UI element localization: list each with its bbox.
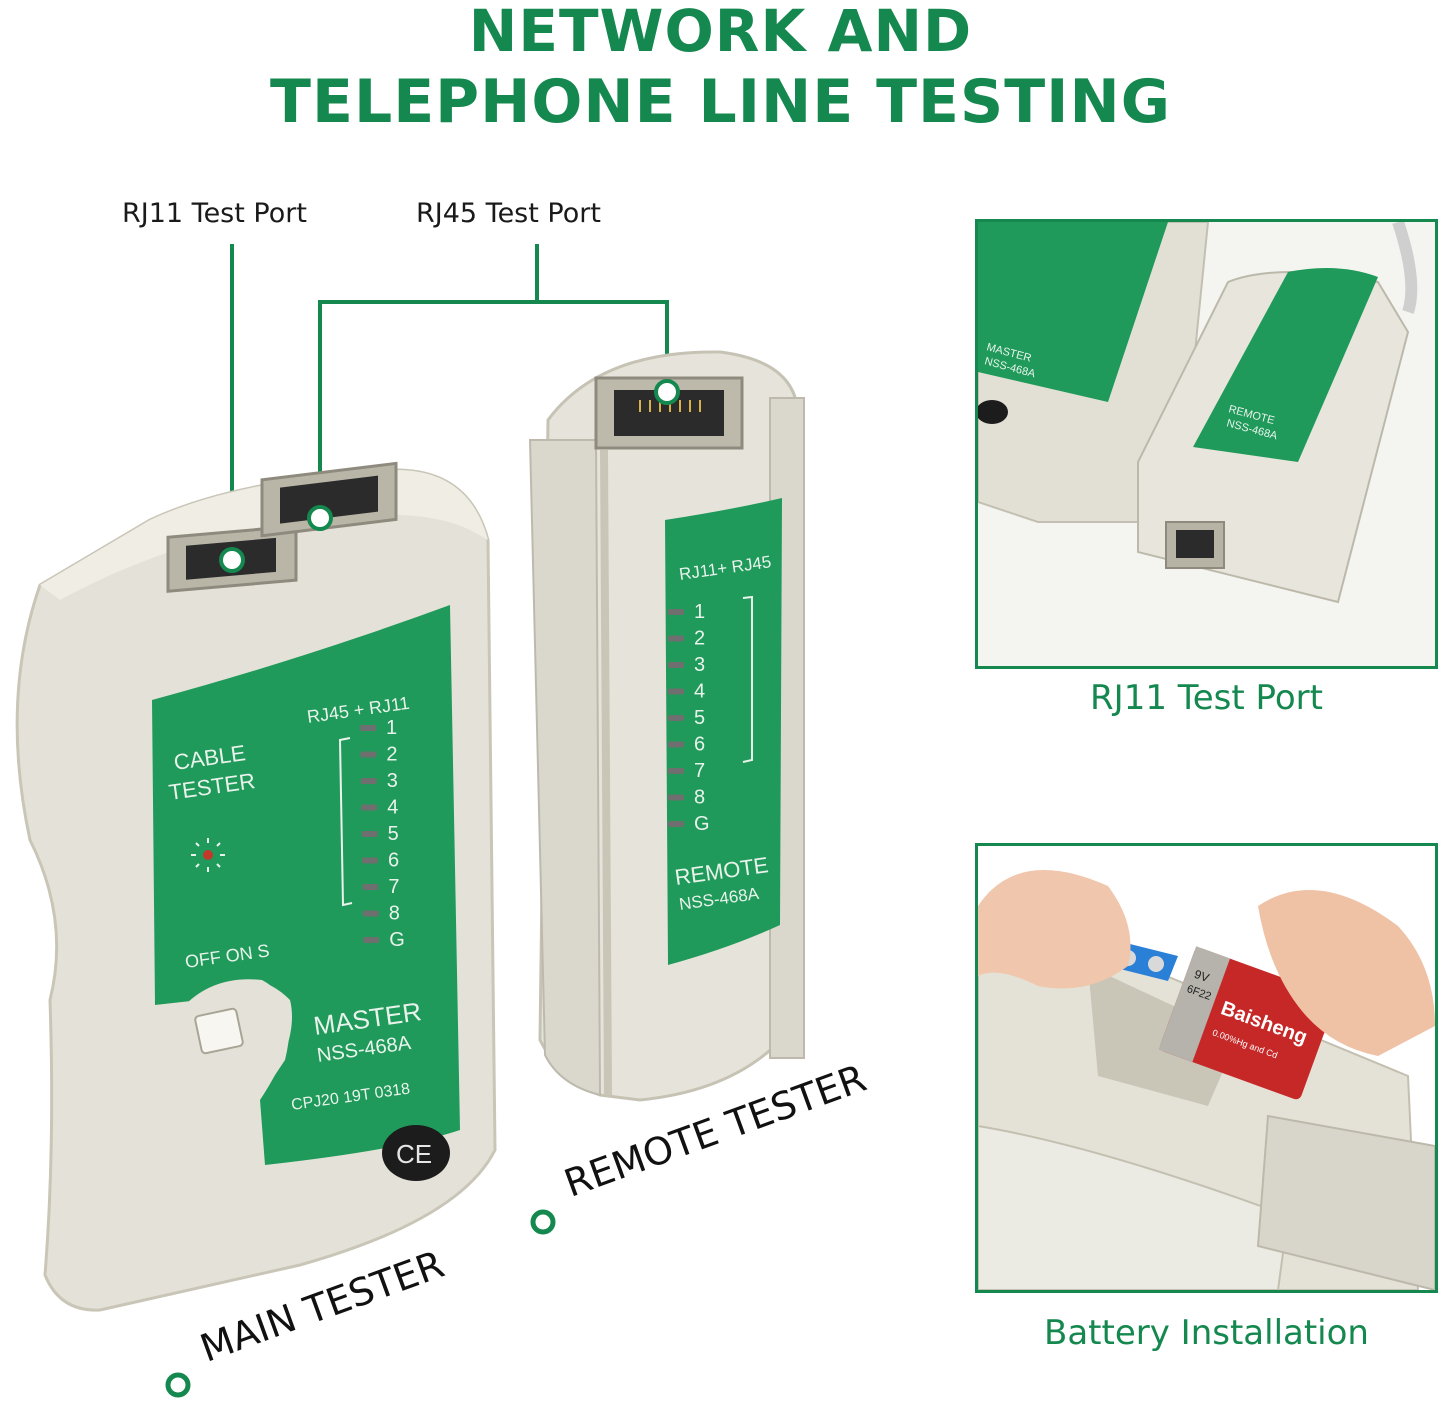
- remote-led-label-8: 8: [694, 787, 705, 809]
- remote-led-G: [668, 821, 684, 827]
- remote-led-8: [668, 794, 684, 801]
- remote-led-6: [668, 741, 684, 748]
- main-led-label-3: 3: [387, 770, 398, 792]
- main-led-7: [362, 884, 379, 890]
- remote-led-column: 1 2 3 4 5 6 7 8G: [668, 601, 710, 835]
- rj11-port-photo: MASTER NSS-468A REMOTE NSS-468A: [975, 219, 1438, 669]
- battery-installation-caption: Battery Installation: [1044, 1313, 1369, 1353]
- remote-led-label-5: 5: [694, 707, 705, 729]
- battery-volts: 9V: [1192, 967, 1211, 985]
- remote-led-4: [668, 688, 684, 695]
- main-led-label-2: 2: [386, 744, 397, 766]
- main-led-label-8: 8: [389, 903, 400, 925]
- heading-line-1: NETWORK AND: [468, 0, 973, 65]
- remote-led-label-1: 1: [694, 601, 705, 623]
- remote-tester-bullet: [530, 1209, 556, 1235]
- main-led-5: [361, 831, 378, 837]
- remote-led-label-2: 2: [694, 628, 705, 650]
- heading-line-2: TELEPHONE LINE TESTING: [270, 67, 1171, 137]
- rj11-callout: RJ11 Test Port: [122, 198, 307, 229]
- remote-rj45-port: [594, 376, 744, 450]
- remote-led-label-3: 3: [694, 654, 705, 676]
- remote-led-2: [668, 635, 684, 642]
- rj11-port-drawing: MASTER NSS-468A REMOTE NSS-468A: [978, 222, 1435, 666]
- main-led-G: [363, 937, 380, 943]
- remote-led-label-G: G: [694, 813, 710, 835]
- rj45-port: [260, 461, 398, 538]
- power-led-icon: [191, 838, 225, 872]
- remote-led-3: [668, 662, 684, 668]
- remote-led-label-4: 4: [694, 681, 705, 703]
- rj11-port-caption: RJ11 Test Port: [1090, 678, 1323, 718]
- tester-illustration: CABLE TESTER RJ45 + RJ11 OFF ON S MASTER…: [15, 244, 805, 1398]
- remote-led-label-6: 6: [694, 734, 705, 756]
- main-led-column: 1 2 3 4 5 6 7 8G: [360, 717, 405, 951]
- main-tester-bullet: [165, 1372, 191, 1398]
- battery-installation-photo: Baisheng 0.00%Hg and Cd 9V 6F22: [975, 843, 1438, 1293]
- main-tester: CABLE TESTER RJ45 + RJ11 OFF ON S MASTER…: [15, 461, 497, 1312]
- battery-installation-drawing: Baisheng 0.00%Hg and Cd 9V 6F22: [978, 846, 1435, 1290]
- remote-led-1: [668, 609, 684, 615]
- remote-led-5: [668, 715, 684, 721]
- main-led-label-1: 1: [386, 717, 397, 739]
- main-led-1: [360, 725, 376, 731]
- main-led-label-7: 7: [388, 876, 399, 898]
- remote-led-7: [668, 768, 684, 774]
- main-led-label-5: 5: [388, 823, 399, 845]
- main-led-label-6: 6: [388, 850, 399, 872]
- main-led-label-4: 4: [387, 797, 398, 819]
- main-led-4: [361, 804, 378, 811]
- ce-mark: CE: [396, 1139, 432, 1169]
- main-led-3: [360, 778, 377, 784]
- remote-led-label-7: 7: [694, 760, 705, 782]
- rj45-callout: RJ45 Test Port: [416, 198, 601, 229]
- main-led-6: [362, 857, 378, 864]
- main-led-label-G: G: [389, 929, 405, 951]
- main-led-8: [362, 910, 379, 917]
- main-led-2: [360, 751, 377, 758]
